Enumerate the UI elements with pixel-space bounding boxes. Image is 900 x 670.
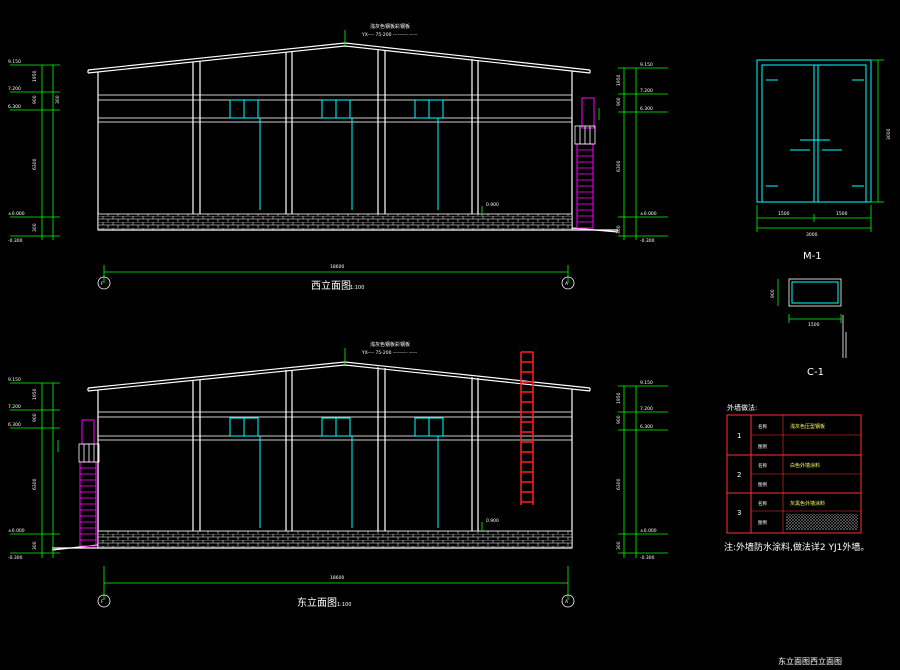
legend-row-1-no: 1 — [737, 432, 741, 440]
east-right-level-1: 9.150 — [640, 380, 653, 386]
door-m1-dim-left: 1500 — [778, 211, 790, 217]
axis-bubble-west-left — [97, 276, 111, 290]
legend-row-3-k1: 名称 — [758, 500, 767, 507]
east-right-level-3: 6.300 — [640, 424, 653, 430]
east-right-level-2: 7.200 — [640, 406, 653, 412]
window-c1-detail — [777, 278, 847, 358]
window-c1-dim-width: 1500 — [808, 322, 820, 328]
west-left-level-1: 9.150 — [8, 59, 21, 65]
east-title: 东立面图 — [297, 596, 337, 609]
west-left-dim-3: 300 — [55, 95, 61, 104]
west-elevation — [10, 30, 668, 290]
west-right-dim-3: 6300 — [616, 160, 622, 172]
east-overall-dim: 18600 — [330, 575, 344, 581]
west-right-level-3: 6.300 — [640, 106, 653, 112]
east-ridge-sub: YX---- 75-200 --------- ----- — [361, 350, 417, 356]
west-left-dim-1: 1950 — [32, 70, 38, 82]
west-left-dim-5: 300 — [32, 223, 38, 232]
west-scale: 1:100 — [350, 285, 364, 291]
legend-row-2-k1: 名称 — [758, 462, 767, 469]
east-right-dim-1: 1950 — [616, 392, 622, 404]
legend-footnote: 注:外墙防水涂料,做法详2 YJ1外墙。 — [724, 541, 869, 553]
door-m1-label: M-1 — [803, 251, 822, 262]
east-right-dim-2: 900 — [616, 415, 622, 424]
red-ladder — [520, 351, 534, 505]
west-right-level-4: ±0.000 — [640, 211, 657, 217]
west-axis-right: A — [565, 281, 569, 287]
east-right-level-5: -0.300 — [640, 555, 655, 561]
east-elevation — [10, 348, 668, 608]
east-ridge-note: 浅灰色钢板彩钢板 — [370, 341, 410, 348]
east-left-level-5: -0.300 — [8, 555, 23, 561]
west-right-dim-2: 900 — [616, 97, 622, 106]
legend-title: 外墙做法: — [727, 403, 757, 412]
door-m1-dim-width: 3000 — [806, 232, 818, 238]
west-ridge-note: 浅灰色钢板彩钢板 — [370, 23, 410, 30]
east-left-dim-1: 1950 — [32, 388, 38, 400]
east-inner-level: 0.900 — [486, 518, 499, 524]
west-left-level-2: 7.200 — [8, 86, 21, 92]
west-inner-level: 0.900 — [486, 202, 499, 208]
axis-bubble-east-left — [97, 594, 111, 608]
east-scale: 1:100 — [337, 602, 351, 608]
west-axis-left: F — [101, 281, 104, 287]
west-overall-dim: 18600 — [330, 264, 344, 270]
west-title: 西立面图 — [311, 279, 351, 292]
east-left-dim-2: 900 — [32, 413, 38, 422]
east-left-dim-4: 300 — [32, 541, 38, 550]
east-right-dim-4: 300 — [616, 541, 622, 550]
legend-row-3-no: 3 — [737, 509, 741, 517]
east-left-level-1: 9.150 — [8, 377, 21, 383]
legend-row-3-k2: 图例 — [758, 519, 767, 526]
legend-table — [726, 414, 862, 534]
east-axis-left: F — [101, 599, 104, 605]
east-left-level-4: ±0.000 — [8, 528, 25, 534]
door-m1-dim-height: 3000 — [886, 128, 892, 140]
legend-row-3-v1: 灰黑色外墙涂料 — [790, 500, 825, 507]
west-right-dim-4: 300 — [616, 225, 622, 234]
east-left-level-3: 6.300 — [8, 422, 21, 428]
legend-row-1-k2: 图例 — [758, 443, 767, 450]
window-c1-dim-height: 900 — [770, 289, 776, 298]
door-m1-dim-right: 1500 — [836, 211, 848, 217]
west-left-dim-4: 6300 — [32, 158, 38, 170]
west-right-dim-1: 1950 — [616, 74, 622, 86]
west-left-level-4: ±0.000 — [8, 211, 25, 217]
west-ridge-sub: YX---- 75-200 --------- ----- — [361, 32, 417, 38]
legend-row-2-k2: 图例 — [758, 481, 767, 488]
legend-row-1-v1: 浅灰色压型钢板 — [790, 423, 825, 430]
legend-row-1-k1: 名称 — [758, 423, 767, 430]
east-left-level-2: 7.200 — [8, 404, 21, 410]
east-right-dim-3: 6300 — [616, 478, 622, 490]
west-right-level-5: -0.300 — [640, 238, 655, 244]
window-c1-label: C-1 — [807, 367, 824, 378]
sheet-title: 东立面图西立面图 — [778, 656, 842, 666]
legend-row-2-no: 2 — [737, 471, 741, 479]
axis-bubble-east-right — [561, 594, 575, 608]
west-right-level-1: 9.150 — [640, 62, 653, 68]
door-m1-detail — [756, 59, 884, 232]
east-left-dim-3: 6300 — [32, 478, 38, 490]
west-right-level-2: 7.200 — [640, 88, 653, 94]
west-left-level-5: -0.300 — [8, 238, 23, 244]
legend-row-2-v1: 白色外墙涂料 — [790, 462, 820, 469]
west-left-dim-2: 900 — [32, 95, 38, 104]
east-right-level-4: ±0.000 — [640, 528, 657, 534]
east-axis-right: A — [565, 599, 569, 605]
west-left-level-3: 6.300 — [8, 104, 21, 110]
axis-bubble-west-right — [561, 276, 575, 290]
